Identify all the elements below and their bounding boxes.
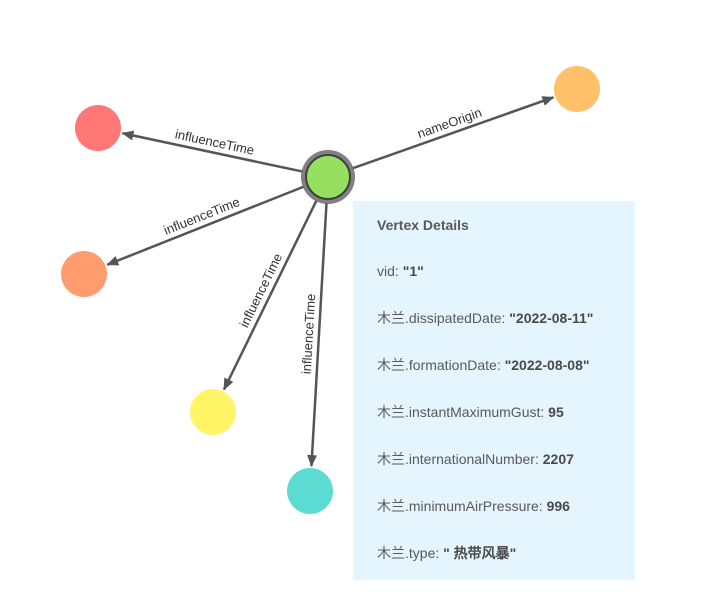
node-center[interactable] [305, 154, 351, 200]
detail-key: 木兰.dissipatedDate: [377, 310, 510, 326]
detail-key: 木兰.instantMaximumGust: [377, 404, 549, 420]
edge-n-red[interactable] [121, 130, 303, 173]
vertex-details-panel: Vertex Details vid: "1" 木兰.dissipatedDat… [353, 201, 635, 580]
node-n-gold[interactable] [554, 66, 600, 112]
node-n-yellow[interactable] [190, 389, 236, 435]
vertex-details-title: Vertex Details [377, 217, 469, 233]
edge-n-orange[interactable] [106, 185, 305, 266]
edge-label-n-gold: nameOrigin [415, 105, 483, 142]
detail-value: "2022-08-08" [504, 357, 590, 373]
detail-value: 95 [548, 404, 564, 420]
detail-value: 996 [546, 498, 570, 514]
detail-row-instant-maximum-gust: 木兰.instantMaximumGust: 95 [377, 404, 611, 420]
edge-n-yellow[interactable] [222, 199, 318, 391]
detail-key: 木兰.internationalNumber: [377, 451, 543, 467]
edge-n-teal[interactable] [307, 202, 328, 468]
detail-value: 2207 [542, 451, 574, 467]
detail-value: "2022-08-11" [509, 310, 594, 326]
edge-label-n-yellow: influenceTime [236, 251, 285, 330]
detail-row-minimum-air-pressure: 木兰.minimumAirPressure: 996 [377, 498, 611, 514]
node-n-orange[interactable] [61, 251, 107, 297]
detail-row-international-number: 木兰.internationalNumber: 2207 [377, 451, 611, 467]
edge-n-gold[interactable] [352, 96, 555, 170]
detail-row-vid: vid: "1" [377, 263, 611, 279]
node-n-red[interactable] [75, 105, 121, 151]
detail-key: 木兰.formationDate: [377, 357, 505, 373]
edge-label-n-teal: influenceTime [299, 293, 319, 374]
detail-row-type: 木兰.type: " 热带风暴" [377, 545, 611, 561]
node-n-teal[interactable] [287, 468, 333, 514]
detail-key: 木兰.minimumAirPressure: [377, 498, 547, 514]
detail-key: 木兰.type: [377, 545, 444, 561]
detail-value: " 热带风暴" [443, 545, 517, 561]
detail-value: "1" [402, 263, 424, 279]
detail-key: vid: [377, 263, 403, 279]
detail-row-formation-date: 木兰.formationDate: "2022-08-08" [377, 357, 611, 373]
detail-row-dissipated-date: 木兰.dissipatedDate: "2022-08-11" [377, 310, 611, 326]
